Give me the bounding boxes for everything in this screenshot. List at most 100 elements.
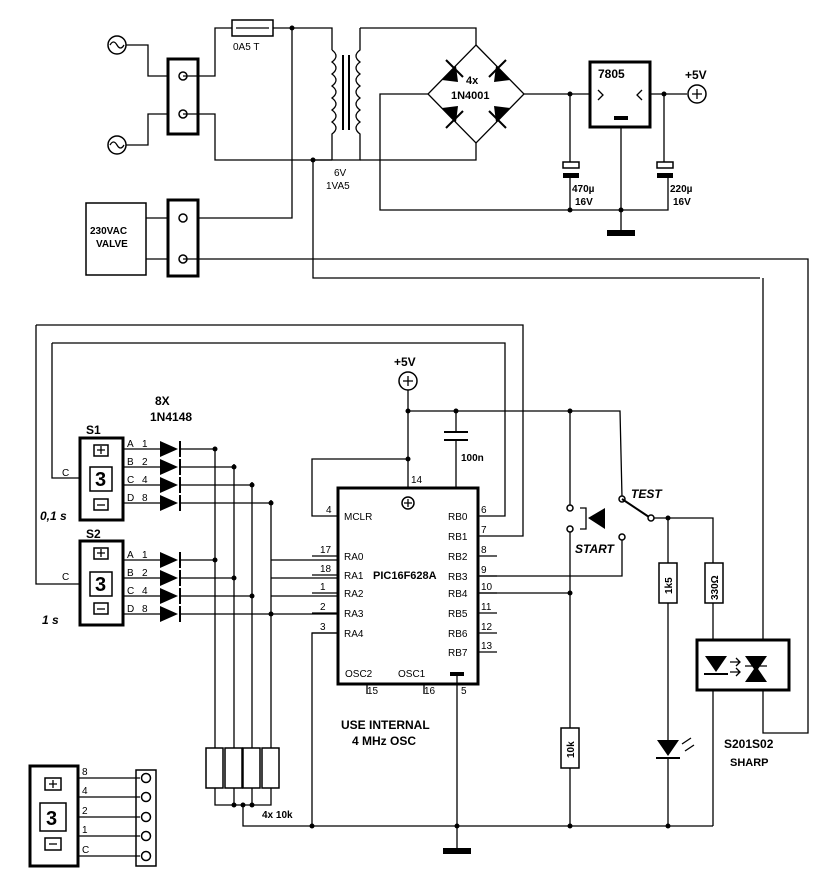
- mcu-pin-num: 2: [320, 602, 326, 613]
- mains-input: [107, 27, 332, 161]
- cap-100n-value: 100n: [461, 453, 484, 464]
- s1-pin-letter: B: [127, 457, 134, 468]
- legend-pin-label: 8: [82, 767, 88, 778]
- s2-digit: 3: [95, 574, 106, 596]
- legend-pin-label: 1: [82, 825, 88, 836]
- feedback-wires: [35, 324, 524, 585]
- s2-pin-num: 4: [142, 586, 148, 597]
- ssr-part: S201S02: [724, 737, 774, 751]
- mcu-pin-name: MCLR: [344, 512, 372, 523]
- s1-digit: 3: [95, 469, 106, 491]
- supply-mcu-label: +5V: [394, 355, 416, 369]
- s2-pin-letter: D: [127, 604, 134, 615]
- mcu-part: PIC16F628A: [373, 570, 437, 582]
- s1-common: C: [62, 468, 69, 479]
- cap-220-volt: 16V: [673, 197, 691, 208]
- s2-common: C: [62, 572, 69, 583]
- s2-pin-letter: C: [127, 586, 134, 597]
- resistor-10k: 10k: [560, 727, 580, 829]
- transformer-power: 1VA5: [326, 181, 350, 192]
- s1-pin-num: 8: [142, 493, 148, 504]
- legend-pin-terminal: [140, 811, 152, 823]
- mcu-pin-name: RA2: [344, 589, 364, 600]
- mcu-pin-num: 8: [481, 545, 487, 556]
- mcu-pin-num: 12: [481, 622, 493, 633]
- legend-pin-terminal: [140, 772, 152, 784]
- mains-terminal-block: [166, 57, 200, 136]
- mcu-pin-name: RA1: [344, 571, 364, 582]
- legend-pin-label: 4: [82, 786, 88, 797]
- junction-dot: [212, 446, 218, 452]
- mcu-pin-num: 1: [320, 582, 326, 593]
- test-label: TEST: [631, 487, 663, 501]
- transformer-voltage: 6V: [334, 168, 347, 179]
- s2-pin-letter: B: [127, 568, 134, 579]
- vdd-pin: 14: [411, 475, 423, 486]
- mcu-pin-name: RB2: [448, 552, 468, 563]
- pic-microcontroller: PIC16F628A MCLR4RA017RA118RA21RA32RA43RB…: [309, 390, 497, 854]
- r330-label: 330Ω: [710, 575, 721, 600]
- mcu-pin-num: 13: [481, 641, 493, 652]
- s1-pin-num: 1: [142, 439, 148, 450]
- osc2-label: OSC2: [345, 669, 373, 680]
- ground-symbol: [607, 230, 635, 236]
- osc2-pin: 15: [367, 686, 379, 697]
- osc-note-line2: 4 MHz OSC: [352, 734, 416, 748]
- bridge-part: 1N4001: [451, 90, 490, 102]
- ssr-maker: SHARP: [730, 757, 769, 769]
- bridge-count: 4x: [466, 75, 479, 87]
- r10k-label: 10k: [566, 741, 577, 758]
- legend-pin-label: 2: [82, 806, 88, 817]
- mcu-pin-name: RB1: [448, 532, 468, 543]
- filter-caps: 470µ 16V 220µ 16V: [562, 94, 693, 236]
- mcu-pin-num: 10: [481, 582, 493, 593]
- regulator-part: 7805: [598, 67, 625, 81]
- valve-output: 230VAC VALVE: [85, 198, 809, 734]
- diode-body: [160, 495, 178, 511]
- valve-line1: 230VAC: [90, 226, 127, 237]
- osc-note-line1: USE INTERNAL: [341, 718, 430, 732]
- s2-name: S2: [86, 527, 101, 541]
- diode-body: [160, 441, 178, 457]
- s2-pin-num: 1: [142, 550, 148, 561]
- ssr-s201s02: S201S02 SHARP: [695, 278, 791, 826]
- s1-pin-letter: D: [127, 493, 134, 504]
- start-label: START: [575, 542, 616, 556]
- mcu-supply: +5V 100n: [394, 355, 623, 498]
- s2-time: 1 s: [42, 613, 59, 627]
- mcu-pin-name: RB0: [448, 512, 468, 523]
- mcu-pin-name: RB4: [448, 589, 468, 600]
- mcu-pin-name: RA3: [344, 609, 364, 620]
- diodes-part: 1N4148: [150, 410, 192, 424]
- mcu-pin-name: RA4: [344, 629, 364, 640]
- regulator-7805: 7805 +5V: [588, 60, 707, 210]
- cap-470-value: 470µ: [572, 184, 595, 195]
- mcu-pin-name: RB3: [448, 572, 468, 583]
- diode-body: [160, 459, 178, 475]
- valve-line2: VALVE: [96, 239, 128, 250]
- mcu-pin-name: RA0: [344, 552, 364, 563]
- fuse: 0A5 T: [183, 19, 333, 219]
- vss-pin: 5: [461, 686, 467, 697]
- mcu-pin-num: 9: [481, 565, 487, 576]
- led-indicator: 1k5: [656, 518, 695, 829]
- bridge-rectifier: 4x 1N4001: [360, 44, 669, 211]
- mcu-pin-num: 11: [481, 602, 492, 613]
- legend-pin-terminal: [140, 791, 152, 803]
- cap-470-volt: 16V: [575, 197, 593, 208]
- osc1-label: OSC1: [398, 669, 426, 680]
- pullup-resistors: 4x 10k: [205, 450, 713, 827]
- s1-pin-num: 2: [142, 457, 148, 468]
- s1-pin-num: 4: [142, 475, 148, 486]
- s1-pin-letter: C: [127, 475, 134, 486]
- fuse-label: 0A5 T: [233, 42, 260, 53]
- s2-pin-num: 8: [142, 604, 148, 615]
- diode-body: [160, 570, 178, 586]
- cap-220-value: 220µ: [670, 184, 693, 195]
- diode-body: [160, 477, 178, 493]
